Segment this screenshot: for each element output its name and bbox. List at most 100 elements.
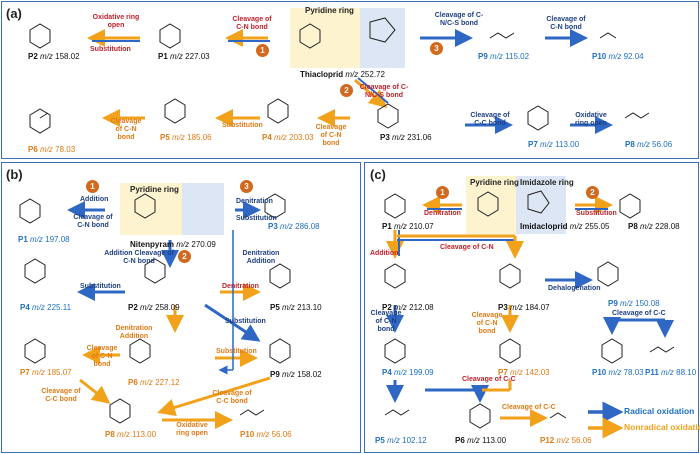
b-rx-denitration-5: Denitration [222, 283, 259, 290]
b-rx-cleavage-cc-8: Cleavage of C-C bond [212, 390, 252, 405]
c-p2-label: P2 m/z 212.08 [382, 303, 434, 312]
panel-c [364, 162, 699, 453]
c-rx-denitration: Denitration [424, 210, 461, 217]
b-rx-denit-add: Denitration Addition [242, 250, 280, 265]
c-p3-label: P3 m/z 184.07 [498, 303, 550, 312]
b-badge-1: 1 [86, 180, 99, 193]
c-ring-label-2: Imidazole ring [520, 178, 574, 187]
c-rx-cleavage-cc-9: Cleavage of C-C [612, 310, 666, 317]
a-parent-label: Thiacloprid m/z 252.72 [300, 70, 385, 79]
legend-radical-label: Radical oxidation [624, 406, 695, 416]
c-ring-label-1: Pyridine ring [470, 178, 519, 187]
b-rx-addition-2: Addition Cleavage of C-N bond [104, 250, 174, 265]
a-rx-cleavage-cn-4: Cleavage of C-N bond [315, 124, 347, 147]
a-p4-label: P4 m/z 203.03 [262, 133, 314, 142]
c-p9-label: P9 m/z 150.08 [608, 299, 660, 308]
b-p3-label: P3 m/z 286.08 [268, 222, 320, 231]
b-pyridine-highlight [120, 183, 182, 235]
c-rx-cleavage-cn-7: Cleavage of C-N bond [471, 312, 503, 335]
c-imidazole-highlight [516, 176, 566, 234]
b-p5-label: P5 m/z 213.10 [270, 303, 322, 312]
b-rx-substitution-3: Substitution [236, 215, 277, 222]
c-p5-label: P5 m/z 102.12 [375, 436, 427, 445]
b-ring-label: Pyridine ring [130, 185, 179, 194]
c-p11-label: P11 m/z 88.10 [645, 368, 697, 377]
b-p6-label: P6 m/z 227.12 [128, 378, 180, 387]
b-p1-label: P1 m/z 197.08 [18, 235, 70, 244]
panel-a [1, 1, 699, 159]
c-p7-label: P7 m/z 142.03 [498, 368, 550, 377]
a-rx-cleavage-cn-6: Cleavage of C-N bond [110, 118, 142, 141]
panel-label-a: (a) [6, 6, 22, 21]
b-parent-label: Nitenpyram m/z 270.09 [130, 240, 216, 249]
b-p8-label: P8 m/z 113.00 [105, 430, 157, 439]
a-arrow-parent-p3 [354, 78, 388, 108]
a-p5-label: P5 m/z 185.06 [160, 133, 212, 142]
a-rx-substitution: Substitution [90, 46, 131, 53]
b-rx-denit-add-6: Denitration Addition [115, 325, 153, 340]
c-rx-addition: Addition [370, 250, 399, 257]
panel-b [1, 162, 361, 453]
panel-label-c: (c) [370, 167, 386, 182]
a-rx-cleavage-cc-7: Cleavage of C-C bond [470, 112, 510, 127]
c-badge-1: 1 [436, 186, 449, 199]
a-thiazolidine-highlight [360, 8, 405, 68]
b-p4-label: P4 m/z 225.11 [20, 303, 72, 312]
b-rx-cleavage-cc-7: Cleavage of C-C bond [41, 388, 81, 403]
c-badge-2: 2 [586, 186, 599, 199]
a-p8-label: P8 m/z 56.06 [625, 140, 673, 149]
a-p6-label: P6 m/z 78.03 [28, 145, 76, 154]
a-badge-2: 2 [340, 84, 353, 97]
b-chain-highlight [182, 183, 224, 235]
a-p10-label: P10 m/z 92.04 [592, 52, 644, 61]
b-badge-3: 3 [240, 180, 253, 193]
a-rx-cleavage-cn-1: Cleavage of C-N bond [232, 16, 272, 31]
c-rx-cleavage-cc-6: Cleavage of C-C [462, 376, 516, 383]
a-p7-label: P7 m/z 113.00 [528, 140, 580, 149]
b-rx-substitution-6: Substitution [216, 348, 257, 355]
c-arrows [386, 196, 674, 439]
b-badge-2: 2 [178, 250, 191, 263]
a-rx-cleavage-cns-2: Cleavage of C-N/C-S bond [359, 84, 409, 99]
a-p1-label: P1 m/z 227.03 [158, 52, 210, 61]
c-p6-label: P6 m/z 113.00 [455, 436, 507, 445]
a-p3-label: P3 m/z 231.06 [380, 133, 432, 142]
a-badge-1: 1 [256, 44, 269, 57]
b-p9-label: P9 m/z 158.02 [270, 370, 322, 379]
b-p7-label: P7 m/z 185.07 [20, 368, 72, 377]
panel-label-b: (b) [6, 167, 23, 182]
a-p2-label: P2 m/z 158.02 [28, 52, 80, 61]
a-p9-label[interactable]: P9 m/z 115.02 [478, 52, 530, 61]
b-p10-label: P10 m/z 56.06 [240, 430, 292, 439]
b-rx-denitration-3: Denitration [236, 198, 273, 205]
c-rx-cleavage-cn: Cleavage of C-N [440, 244, 494, 251]
c-p1-label: P1 m/z 210.07 [382, 222, 434, 231]
b-rx-cleavage-cn-1: Cleavage of C-N bond [73, 214, 113, 229]
c-rx-substitution: Substitution [576, 210, 617, 217]
a-ring-label: Pyridine ring [305, 6, 354, 15]
legend-nonradical-label: Nonradical oxidation [624, 422, 700, 432]
c-rx-cleavage-cn-4: Cleavage of C-N bond [370, 310, 402, 333]
c-p4-label: P4 m/z 199.09 [382, 368, 434, 377]
b-rx-substitution-9: Substitution [225, 318, 266, 325]
a-badge-3: 3 [430, 42, 443, 55]
a-rx-substitution-5: Substitution [222, 122, 263, 129]
c-p12-label: P12 m/z 56.06 [540, 436, 592, 445]
b-arrows [67, 201, 271, 429]
c-rx-cleavage-cc-12: Cleavage of C-C [502, 404, 556, 411]
b-rx-cleavage-cn-7: Cleavage of C-N bond [86, 345, 118, 368]
c-pyridine-highlight [466, 176, 516, 234]
a-rx-oxidative-8: Oxidative ring open [575, 112, 607, 127]
a-arrows [87, 29, 613, 134]
c-rx-dehalogenation: Dehalogenation [548, 285, 601, 292]
a-pyridine-highlight [290, 8, 360, 68]
a-rx-oxidative: Oxidative ring open [92, 14, 140, 29]
a-rx-cleavage-cn-9: Cleavage of C-N bond [546, 16, 586, 31]
b-rx-substitution-4: Substitution [80, 283, 121, 290]
b-rx-addition-1: Addition [80, 196, 109, 203]
c-parent-label: Imidacloprid m/z 255.05 [520, 222, 610, 231]
b-rx-oxidative-10: Oxidative ring open [176, 422, 208, 437]
c-p10-label: P10 m/z 78.03 [592, 368, 644, 377]
structure-sketches [19, 17, 675, 429]
